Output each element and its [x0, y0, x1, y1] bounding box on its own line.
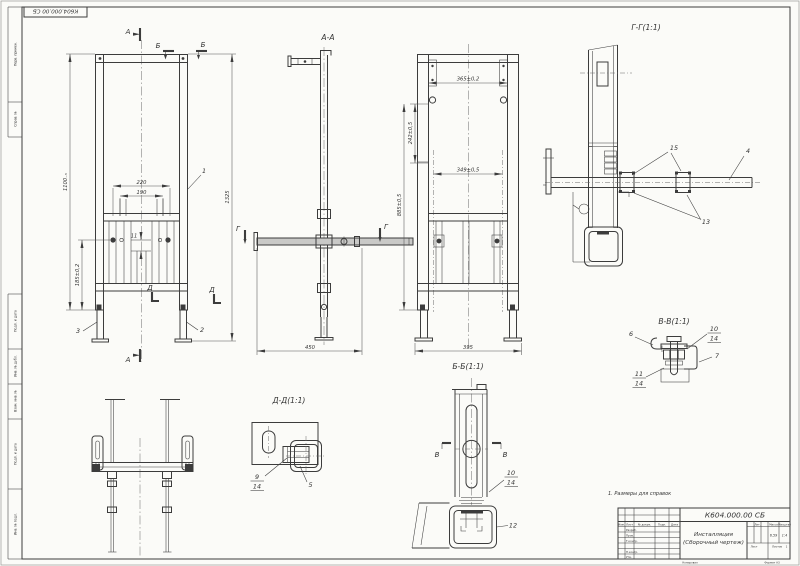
section-mark-g: Г Г — [236, 223, 389, 244]
mark-a-top-label: А — [125, 28, 131, 36]
section-bb-view: Б-Б(1:1) В В 10 14 12 — [411, 362, 518, 549]
col-izm: Изм. — [618, 523, 624, 527]
margin-cells: Перв. примен. Справ. № Подп. и дата Инв.… — [7, 6, 22, 560]
listov-value: 1 — [786, 545, 788, 549]
callout-vv-14a: 14 — [710, 335, 718, 343]
callout-dd-5: 5 — [308, 481, 312, 489]
mark-d-right-label: Д — [208, 286, 215, 294]
callout-vv-6: 6 — [629, 330, 633, 338]
mark-v-left-label: В — [435, 451, 440, 459]
dim-349: 349±0,5 — [457, 168, 480, 174]
margin-label-perv-primen: Перв. примен. — [14, 42, 18, 66]
callout-bb-14: 14 — [507, 479, 515, 487]
list-label: Лист — [751, 545, 758, 549]
listov-label: Листов — [772, 545, 782, 549]
margin-label-inv-podl: Инв. № подл. — [14, 513, 18, 535]
section-mark-v: В В — [435, 441, 508, 459]
mark-d-left-label: Д — [146, 284, 153, 292]
mark-b-left-label: Б — [156, 42, 161, 50]
side-view: 365±0,2 349±0,5 242±0,5 885±0,5 395 — [397, 44, 522, 355]
dim-395: 395 — [463, 345, 474, 351]
dim-885: 885±0,5 — [397, 193, 403, 216]
col-list: Лист — [626, 523, 633, 527]
callout-2: 2 — [200, 326, 204, 334]
kopiroval-label: Копировал — [682, 561, 698, 565]
callout-bb-12: 12 — [509, 522, 517, 530]
callout-gg-4: 4 — [746, 147, 750, 155]
row-prov: Пров. — [626, 534, 634, 538]
callout-dd-14: 14 — [253, 483, 261, 491]
masshtab-header: Масштаб — [778, 523, 791, 527]
callout-vv-14b: 14 — [635, 380, 643, 388]
section-gg-label: Г-Г(1:1) — [631, 23, 660, 32]
margin-label-podp-data-bottom: Подп. и дата — [14, 443, 18, 465]
drawing-name-line1: Инсталляция — [694, 532, 734, 538]
row-tkontr: Т.контр. — [625, 539, 638, 543]
format-label: Формат А3 — [764, 561, 780, 565]
margin-label-sprav: Справ. № — [14, 111, 18, 127]
callout-gg-13: 13 — [702, 218, 710, 226]
drawing-name-line2: (Сборочный чертеж) — [683, 540, 744, 546]
top-view — [91, 399, 194, 558]
massa-value: 6,59 — [770, 534, 778, 538]
callout-dd-9: 9 — [255, 473, 259, 481]
doc-number: К604.000.00 СБ — [705, 511, 765, 520]
dim-220: 220 — [137, 180, 148, 186]
mark-v-right-label: В — [503, 451, 508, 459]
section-bb-label: Б-Б(1:1) — [452, 362, 483, 371]
drawing-note: 1. Размеры для справок — [608, 491, 671, 497]
col-podp: Подп. — [658, 523, 666, 527]
callout-3: 3 — [76, 327, 80, 335]
margin-label-inv-dubl: Инв. № дубл. — [14, 355, 18, 377]
row-nkontr: Н.контр. — [626, 550, 638, 554]
section-mark-a: А А — [125, 28, 142, 364]
dim-365: 365±0,2 — [457, 77, 480, 83]
row-utv: Утв. — [626, 555, 632, 559]
dim-450: 450 — [305, 345, 316, 351]
callout-vv-11: 11 — [635, 370, 643, 378]
dim-1325: 1325 — [225, 190, 231, 204]
dim-1100: 1100₋₅ — [63, 173, 69, 191]
dim-185: 185±0,2 — [75, 264, 81, 287]
mark-b-right-label: Б — [201, 41, 206, 49]
front-view: Б Б А А 220 190 11 Д Д — [63, 28, 236, 364]
mark-a-bottom-label: А — [125, 356, 131, 364]
col-data: Дата — [671, 523, 678, 527]
callout-1: 1 — [202, 167, 206, 175]
callout-bb-10: 10 — [507, 469, 515, 477]
section-vv-view: В-В(1:1) 6 10 14 7 11 14 — [629, 317, 721, 388]
section-aa-label: А-А — [320, 33, 334, 42]
dim-11: 11 — [131, 234, 138, 240]
section-mark-b: Б Б — [156, 41, 207, 60]
callout-vv-10: 10 — [710, 325, 718, 333]
mark-g-left-label: Г — [236, 225, 241, 233]
section-gg-view: Г-Г(1:1) 15 4 13 — [543, 23, 760, 267]
title-block: Изм. Лист № докум. Подп. Дата Разраб. Пр… — [617, 507, 791, 565]
margin-label-vzam-inv: Взам. инв. № — [14, 390, 18, 412]
scale-value: 1:4 — [782, 534, 787, 538]
mark-g-right-label: Г — [384, 223, 389, 231]
callout-gg-15: 15 — [670, 144, 678, 152]
section-vv-label: В-В(1:1) — [658, 317, 689, 326]
section-dd-view: Д-Д(1:1) 9 14 5 — [250, 396, 326, 491]
callout-vv-7: 7 — [715, 352, 719, 360]
section-dd-label: Д-Д(1:1) — [272, 396, 306, 405]
section-aa-view: А-А Г Г 450 — [236, 33, 414, 355]
row-razrab: Разраб. — [626, 528, 637, 532]
lit-header: Лит. — [754, 523, 760, 527]
section-mark-d: Д Д — [146, 284, 221, 305]
corner-stamp: К604.000.00 СБ — [33, 8, 79, 14]
dim-242: 242±0,5 — [408, 121, 414, 144]
margin-label-podp-data-top: Подп. и дата — [14, 310, 18, 332]
col-doc: № докум. — [638, 523, 651, 527]
massa-header: Масса — [769, 523, 778, 527]
dim-190: 190 — [137, 190, 148, 196]
